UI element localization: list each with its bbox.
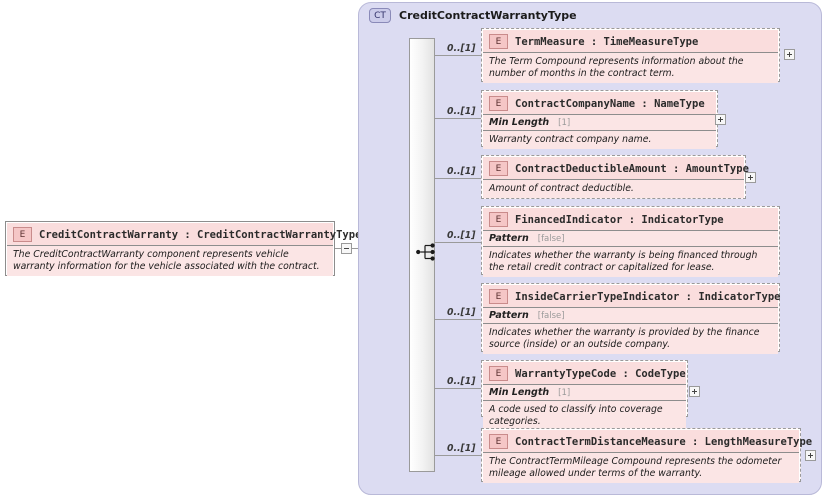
- element-documentation-3: Indicates whether the warranty is being …: [483, 246, 778, 277]
- facet-name-1: Min Length: [489, 117, 550, 128]
- complex-type-title: CreditContractWarrantyType: [399, 9, 577, 22]
- element-box-insidecarriertypeindicator[interactable]: E InsideCarrierTypeIndicator : Indicator…: [481, 283, 781, 354]
- element-box-contracttermdistancemeasure[interactable]: E ContractTermDistanceMeasure : LengthMe…: [481, 428, 812, 483]
- element-icon: E: [13, 227, 32, 242]
- child-cardinality-6: 0..[1]: [447, 443, 476, 454]
- element-icon: E: [489, 34, 508, 49]
- child-cardinality-5: 0..[1]: [447, 376, 476, 387]
- expand-plus-icon-5[interactable]: [689, 386, 700, 397]
- child-connector-4: [435, 319, 481, 320]
- facet-name-4: Pattern: [489, 310, 529, 321]
- child-connector-3: [435, 242, 481, 243]
- element-title-row-6: E ContractTermDistanceMeasure : LengthMe…: [483, 430, 812, 452]
- element-title-row-2: E ContractDeductibleAmount : AmountType: [483, 157, 749, 179]
- element-box-termmeasure[interactable]: E TermMeasure : TimeMeasureType The Term…: [481, 28, 780, 83]
- complex-type-icon: CT: [369, 8, 391, 23]
- element-title-row-5: E WarrantyTypeCode : CodeType: [483, 362, 686, 384]
- element-facet-row-5: Min Length [1]: [483, 384, 686, 400]
- child-cardinality-4: 0..[1]: [447, 307, 476, 318]
- facet-value-4: [false]: [537, 311, 565, 321]
- element-title-6: ContractTermDistanceMeasure : LengthMeas…: [515, 435, 813, 448]
- facet-value-5: [1]: [558, 388, 571, 398]
- element-documentation-6: The ContractTermMileage Compound represe…: [483, 452, 799, 483]
- child-cardinality-1: 0..[1]: [447, 106, 476, 117]
- element-icon: E: [489, 434, 508, 449]
- root-to-minus-connector: [335, 248, 341, 249]
- element-icon: E: [489, 212, 508, 227]
- root-element-documentation: The CreditContractWarranty component rep…: [7, 245, 333, 276]
- child-cardinality-2: 0..[1]: [447, 166, 476, 177]
- sequence-icon: [416, 243, 435, 261]
- element-inner-3: E FinancedIndicator : IndicatorType Patt…: [482, 207, 779, 277]
- element-title-row-3: E FinancedIndicator : IndicatorType: [483, 208, 778, 230]
- element-title-1: ContractCompanyName : NameType: [515, 97, 705, 110]
- root-element-box[interactable]: E CreditContractWarranty : CreditContrac…: [5, 221, 361, 276]
- element-inner-5: E WarrantyTypeCode : CodeType Min Length…: [482, 361, 687, 431]
- complex-type-header: CT CreditContractWarrantyType: [369, 8, 577, 23]
- child-connector-2: [435, 178, 481, 179]
- element-inner-0: E TermMeasure : TimeMeasureType The Term…: [482, 29, 779, 83]
- child-connector-1: [435, 118, 481, 119]
- element-inner-4: E InsideCarrierTypeIndicator : Indicator…: [482, 284, 781, 354]
- element-inner-6: E ContractTermDistanceMeasure : LengthMe…: [482, 429, 812, 483]
- expand-plus-icon-0[interactable]: [784, 49, 795, 60]
- element-documentation-0: The Term Compound represents information…: [483, 52, 778, 83]
- element-inner-1: E ContractCompanyName : NameType Min Len…: [482, 91, 717, 149]
- expand-plus-icon-6[interactable]: [805, 450, 816, 461]
- element-inner-2: E ContractDeductibleAmount : AmountType …: [482, 156, 749, 198]
- facet-value-3: [false]: [537, 234, 565, 244]
- element-documentation-4: Indicates whether the warranty is provid…: [483, 323, 778, 354]
- element-box-contractcompanyname[interactable]: E ContractCompanyName : NameType Min Len…: [481, 90, 718, 149]
- element-documentation-2: Amount of contract deductible.: [483, 179, 744, 198]
- element-title-row-0: E TermMeasure : TimeMeasureType: [483, 30, 778, 52]
- element-title-row-4: E InsideCarrierTypeIndicator : Indicator…: [483, 285, 781, 307]
- child-connector-5: [435, 388, 481, 389]
- element-facet-row-4: Pattern [false]: [483, 307, 778, 323]
- facet-value-1: [1]: [558, 118, 571, 128]
- element-icon: E: [489, 366, 508, 381]
- element-title-row-1: E ContractCompanyName : NameType: [483, 92, 716, 114]
- element-title-0: TermMeasure : TimeMeasureType: [515, 35, 699, 48]
- facet-name-3: Pattern: [489, 233, 529, 244]
- child-connector-0: [435, 55, 481, 56]
- sequence-compositor-bar[interactable]: [409, 38, 435, 472]
- element-documentation-1: Warranty contract company name.: [483, 130, 716, 149]
- child-cardinality-3: 0..[1]: [447, 230, 476, 241]
- element-documentation-5: A code used to classify into coverage ca…: [483, 400, 686, 431]
- facet-name-5: Min Length: [489, 387, 550, 398]
- element-icon: E: [489, 289, 508, 304]
- element-facet-row-3: Pattern [false]: [483, 230, 778, 246]
- root-collapse-minus-icon[interactable]: [341, 243, 352, 254]
- element-title-3: FinancedIndicator : IndicatorType: [515, 213, 724, 226]
- element-icon: E: [489, 96, 508, 111]
- element-icon: E: [489, 161, 508, 176]
- element-title-2: ContractDeductibleAmount : AmountType: [515, 162, 749, 175]
- element-facet-row-1: Min Length [1]: [483, 114, 716, 130]
- element-box-warrantytypecode[interactable]: E WarrantyTypeCode : CodeType Min Length…: [481, 360, 688, 431]
- element-title-5: WarrantyTypeCode : CodeType: [515, 367, 686, 380]
- child-cardinality-0: 0..[1]: [447, 43, 476, 54]
- child-connector-6: [435, 455, 481, 456]
- root-element-title: CreditContractWarranty : CreditContractW…: [39, 228, 362, 241]
- expand-plus-icon-2[interactable]: [745, 172, 756, 183]
- root-element-inner: E CreditContractWarranty : CreditContrac…: [6, 222, 361, 276]
- expand-plus-icon-1[interactable]: [715, 114, 726, 125]
- element-box-financedindicator[interactable]: E FinancedIndicator : IndicatorType Patt…: [481, 206, 780, 277]
- element-box-contractdeductibleamount[interactable]: E ContractDeductibleAmount : AmountType …: [481, 155, 749, 199]
- root-element-title-row: E CreditContractWarranty : CreditContrac…: [7, 223, 361, 245]
- element-title-4: InsideCarrierTypeIndicator : IndicatorTy…: [515, 290, 781, 303]
